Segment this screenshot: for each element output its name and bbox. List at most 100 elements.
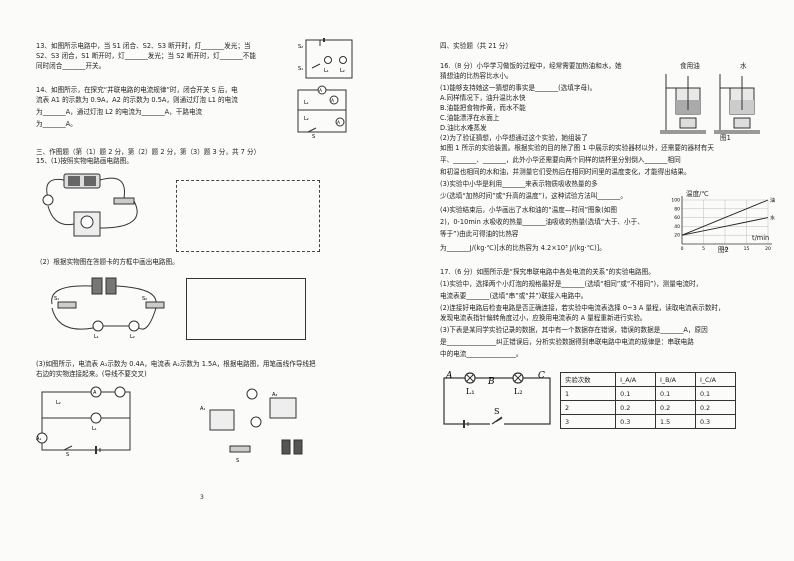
svg-text:A₁: A₁ <box>200 406 205 412</box>
point-c-label: C <box>538 371 545 381</box>
q16-line12: (3)实验中小华是利用_______来表示物质吸收热量的多 <box>440 180 598 188</box>
table-cell: 0.3 <box>694 414 737 429</box>
q16-line9: 如图 1 所示的实验装置。根据实验的目的除了图 1 中展示的实验器材以外，还需要… <box>440 144 714 152</box>
svg-text:S: S <box>236 458 239 464</box>
point-a-label: A <box>445 371 453 381</box>
fig2-xlabel: t/min <box>752 234 770 242</box>
fig1-water-label: 水 <box>740 62 747 70</box>
left-column: 13、如图所示电路中，当 S1 闭合、S2、S3 断开时，灯_______发光；… <box>0 0 390 561</box>
svg-text:S₂: S₂ <box>142 296 147 302</box>
q13-line3: 同时闭合_______开关。 <box>36 62 106 70</box>
q15-3-circuit-diagram: A L₂ L₁ A₁ S <box>36 386 131 458</box>
series-line-oil <box>681 199 769 236</box>
series-label: 油 <box>770 197 775 204</box>
q16-line8: (2)为了验证猜想，小华想通过这个实验，她组装了 <box>440 134 588 142</box>
svg-text:L₂: L₂ <box>130 334 135 340</box>
table-cell: 0.2 <box>655 400 696 415</box>
answer-box-2[interactable] <box>186 278 306 340</box>
section3-title: 三、作图题（第（1）题 2 分，第（2）题 2 分，第（3）题 3 分，共 7 … <box>36 148 261 156</box>
q16-line14: (4)实验结束后，小华画出了水和油的“温度—时间”图象(如图 <box>440 206 617 214</box>
q15-part2: （2）根据实物图在答题卡的方框中画出电路图。 <box>36 258 179 266</box>
x-tick-label: 15 <box>744 246 750 252</box>
series-circuit-diagram: A B C L₁ L₂ S <box>443 371 551 428</box>
q15-2-physical-circuit: S₁ S₂ L₁ L₂ <box>51 277 165 340</box>
table-row: 2 0.2 0.2 0.2 <box>559 400 737 415</box>
answer-box-1[interactable] <box>176 180 320 252</box>
svg-text:A₁: A₁ <box>36 436 41 442</box>
q15-1-physical-circuit <box>42 173 138 237</box>
q14-line1: 14、如图所示，在探究“并联电路的电流规律”时，闭合开关 S 后，电 <box>36 86 238 94</box>
q15-part3-line2: 右边的实物连接起来。(导线不要交叉) <box>36 370 147 378</box>
section4-title: 四、实验题（共 21 分） <box>440 42 512 50</box>
q16-optA: A.同样情况下，油升温比水快 <box>440 94 526 102</box>
q15-part3-line1: (3)如图所示，电流表 A₁示数为 0.4A，电流表 A₂示数为 1.5A，根据… <box>36 360 316 368</box>
svg-text:S₁: S₁ <box>54 296 59 302</box>
svg-text:A: A <box>319 88 323 94</box>
s1-label: S₁ <box>298 66 303 72</box>
y-tick-label: 40 <box>674 224 680 230</box>
fig2-caption: 图2 <box>718 246 729 254</box>
x-tick-label: 10 <box>722 246 728 252</box>
table-header-row: 实验次数 I_A/A I_B/A I_C/A <box>559 372 737 387</box>
q16-line16: 等于”)由此可得油的比热容 <box>440 230 519 238</box>
svg-text:A: A <box>337 120 341 126</box>
q16-line17: 为_______J/(kg·℃)[水的比热容为 4.2×10³ J/(kg·℃)… <box>440 244 606 252</box>
table-cell: 0.3 <box>615 414 657 429</box>
table-cell: 1.5 <box>655 414 696 429</box>
x-tick-label: 5 <box>702 246 705 252</box>
svg-text:A₂: A₂ <box>272 392 277 398</box>
data-table: 实验次数 I_A/A I_B/A I_C/A 1 0.1 0.1 0.1 2 0… <box>559 372 737 429</box>
q13-circuit-diagram: S₂ S₁ L₁ L₂ <box>298 38 353 79</box>
q14-line3: 为_______A，通过灯泡 L2 的电流为_______A，干路电流 <box>36 108 203 116</box>
table-header: 实验次数 <box>559 372 617 387</box>
l2-label: L₂ <box>340 68 345 74</box>
table-cell: 0.1 <box>655 386 696 401</box>
q14-circuit-diagram: A A A L₁ L₂ S <box>297 85 347 140</box>
q14-line2: 流表 A1 的示数为 0.9A，A2 的示数为 0.5A，则通过灯泡 L1 的电… <box>36 96 238 104</box>
q16-line13: 少(选填“加热时间”或“升高的温度”)，这种试验方法叫_______。 <box>440 192 627 200</box>
q16-optB: B.油能把食物炸黄，而水不能 <box>440 104 526 112</box>
switch-label: S <box>494 407 499 416</box>
table-cell: 0.2 <box>694 400 737 415</box>
l1-label: L₁ <box>466 387 475 396</box>
point-b-label: B <box>487 377 495 387</box>
table-header: I_A/A <box>615 372 657 387</box>
svg-text:L₁: L₁ <box>304 100 309 106</box>
q17-line5: 发现电流表指针偏转角度过小，应换用电流表的 A 量程重新进行实验。 <box>440 314 647 322</box>
q15-3-physical-parts: A₂ A₁ S <box>200 388 303 464</box>
l2-label: L₂ <box>514 387 523 396</box>
y-tick-label: 80 <box>674 206 680 212</box>
table-header: I_B/A <box>655 372 696 387</box>
q15-part1: 15、(1)按照实物电路画电路图。 <box>36 157 133 165</box>
svg-text:S: S <box>312 134 315 140</box>
x-tick-label: 20 <box>765 246 771 252</box>
svg-text:L₁: L₁ <box>94 334 99 340</box>
q16-line11: 和初温也相同的水和油，并测量它们受热后在相同时间里的温度变化，才能得出结果。 <box>440 168 691 176</box>
q16-line10: 平、_______、_______，此外小华还需要向两个同样的烧杯里分别倒入__… <box>440 156 681 164</box>
y-tick-label: 20 <box>674 233 680 239</box>
q16-line2: 猜想油的比热容比水小。 <box>440 72 513 80</box>
fig1-oil-label: 食用油 <box>680 62 700 70</box>
right-column: 四、实验题（共 21 分） 16.（8 分）小华学习做饭的过程中，经常需要加热油… <box>400 0 790 561</box>
svg-text:A: A <box>331 98 335 104</box>
fig1-heating-apparatus <box>660 74 760 134</box>
table-cell: 3 <box>559 414 617 429</box>
svg-text:A: A <box>93 390 97 396</box>
q16-line15: 2)，0-10min 水吸收的热量_______油吸收的热量(选填“大于、小于、 <box>440 218 644 226</box>
svg-text:L₁: L₁ <box>92 426 97 432</box>
q17-line3: 电流表要_______(选填“串”或“并”)联接入电路中。 <box>440 292 588 300</box>
y-tick-label: 60 <box>674 215 680 221</box>
fig1-caption: 图1 <box>720 134 731 142</box>
q17-line4: (2)连接好电路后检查电路是否正确连接，若实验中电流表选择 0~3 A 量程，读… <box>440 304 725 312</box>
table-row: 3 0.3 1.5 0.3 <box>559 414 737 429</box>
y-tick-label: 100 <box>671 198 680 204</box>
series-line-water <box>681 217 769 236</box>
q13-line2: S2、S3 闭合，S1 断开时，灯_______发光；当 S2 断开时，灯___… <box>36 52 256 60</box>
table-header: I_C/A <box>694 372 737 387</box>
l1-label: L₁ <box>324 68 329 74</box>
q17-line8: 中的电流_______________。 <box>440 350 523 358</box>
svg-text:L₂: L₂ <box>304 116 309 122</box>
table-cell: 2 <box>559 400 617 415</box>
q16-optD: D.油比水难蒸发 <box>440 124 487 132</box>
